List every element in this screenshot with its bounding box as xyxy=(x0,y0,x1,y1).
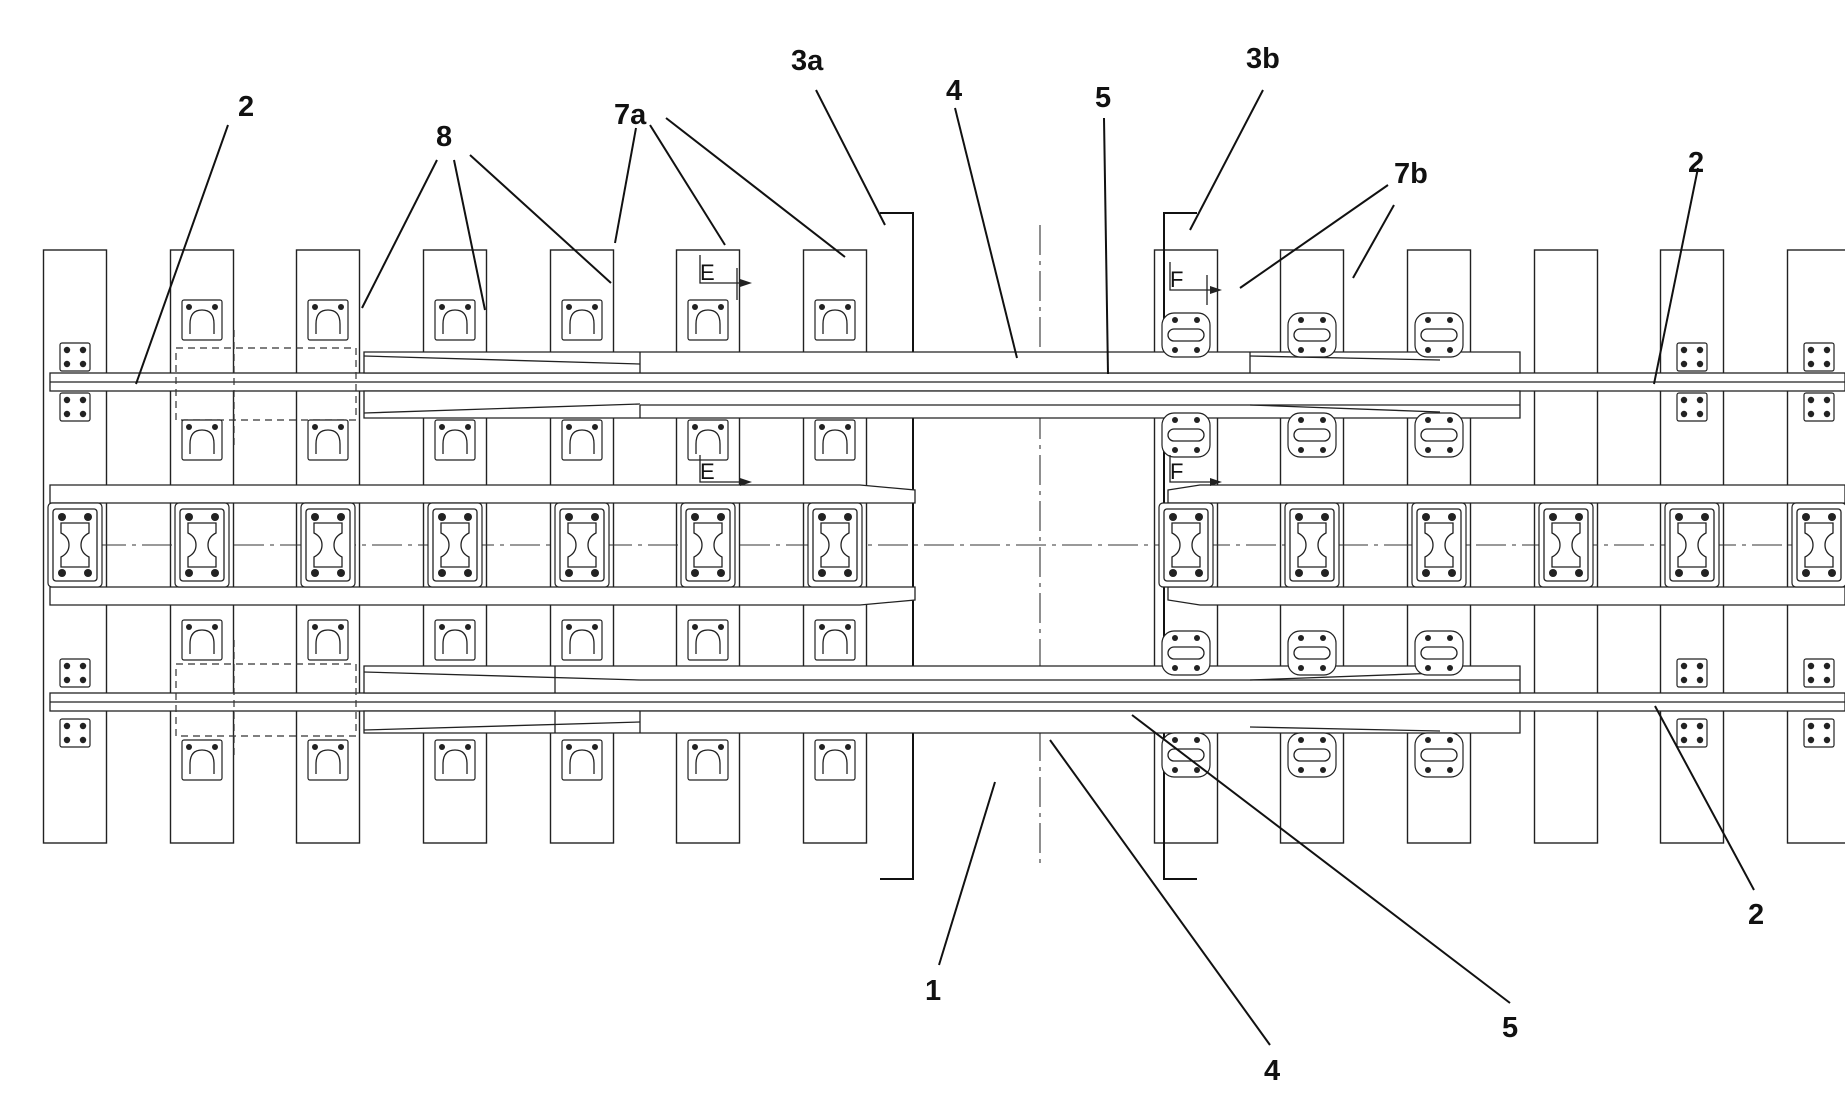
clip-plate xyxy=(815,300,855,340)
guide-plate xyxy=(1159,503,1213,587)
rail-clip xyxy=(1804,393,1834,421)
clip-plate xyxy=(182,420,222,460)
clip-plate xyxy=(308,620,348,660)
clip-plate xyxy=(815,420,855,460)
label-3b: 3b xyxy=(1246,43,1280,75)
label-1: 1 xyxy=(925,975,941,1007)
clip-plate xyxy=(688,300,728,340)
guide-plate xyxy=(48,503,102,587)
label-3a: 3a xyxy=(791,45,824,77)
oval-plate xyxy=(1162,313,1210,357)
label-5-bottom: 5 xyxy=(1502,1012,1518,1044)
label-7b: 7b xyxy=(1394,158,1428,190)
oval-plate xyxy=(1288,313,1336,357)
label-4-top: 4 xyxy=(946,75,962,107)
expansion-blade-bottom-inner xyxy=(364,711,1520,733)
oval-plate xyxy=(1288,413,1336,457)
guide-plate xyxy=(428,503,482,587)
clip-plate xyxy=(562,420,602,460)
svg-text:E: E xyxy=(700,260,715,285)
rail-clip xyxy=(1804,719,1834,747)
clip-plate xyxy=(308,740,348,780)
oval-plate xyxy=(1415,313,1463,357)
clip-plate xyxy=(815,740,855,780)
guide-beam-left-top xyxy=(50,485,915,503)
clip-plate xyxy=(182,740,222,780)
bridge-deck-edges xyxy=(880,213,1197,879)
leader-lines xyxy=(136,90,1754,1045)
oval-plate xyxy=(1162,631,1210,675)
guide-plate xyxy=(808,503,862,587)
oval-plate xyxy=(1415,733,1463,777)
guide-plate xyxy=(1792,503,1845,587)
rail-clip xyxy=(1677,719,1707,747)
label-2-top-left: 2 xyxy=(238,91,254,123)
clip-plate xyxy=(688,620,728,660)
oval-plate xyxy=(1415,413,1463,457)
clip-plate xyxy=(182,620,222,660)
oval-plate xyxy=(1288,733,1336,777)
rail-clip xyxy=(1677,659,1707,687)
label-4-bottom: 4 xyxy=(1264,1055,1280,1087)
clip-plate xyxy=(688,420,728,460)
label-5-top: 5 xyxy=(1095,82,1111,114)
guide-plate xyxy=(1665,503,1719,587)
oval-plate xyxy=(1288,631,1336,675)
oval-plate xyxy=(1162,413,1210,457)
guide-plate xyxy=(301,503,355,587)
clip-plate xyxy=(308,300,348,340)
guide-plate xyxy=(175,503,229,587)
clip-plate xyxy=(308,420,348,460)
rail-clip xyxy=(60,659,90,687)
label-2-bottom-right: 2 xyxy=(1748,899,1764,931)
rail-clip xyxy=(1804,659,1834,687)
clip-plate xyxy=(562,300,602,340)
rail-clip xyxy=(60,393,90,421)
label-2-top-right: 2 xyxy=(1688,147,1704,179)
guide-beam-right-top xyxy=(1168,485,1845,503)
clip-plate xyxy=(435,620,475,660)
svg-text:F: F xyxy=(1170,267,1183,292)
clip-plate xyxy=(435,420,475,460)
guide-plate xyxy=(1412,503,1466,587)
clip-plate xyxy=(435,300,475,340)
clip-plate xyxy=(688,740,728,780)
rail-clip xyxy=(1677,393,1707,421)
guide-beam-right-bottom xyxy=(1168,587,1845,605)
expansion-blade-top-outer xyxy=(364,352,1520,373)
deck-edge-left xyxy=(880,213,913,879)
guide-plate xyxy=(1285,503,1339,587)
label-8: 8 xyxy=(436,121,452,153)
rail-clip xyxy=(60,343,90,371)
clip-plate xyxy=(815,620,855,660)
rail-clip xyxy=(60,719,90,747)
clip-plate xyxy=(435,740,475,780)
oval-plate xyxy=(1415,631,1463,675)
svg-text:F: F xyxy=(1170,459,1183,484)
clip-plate xyxy=(562,740,602,780)
guide-plate xyxy=(555,503,609,587)
rail-clip xyxy=(1677,343,1707,371)
label-7a: 7a xyxy=(614,99,647,131)
guide-beam-left-bottom xyxy=(50,587,915,605)
clip-plate xyxy=(562,620,602,660)
guide-plate xyxy=(681,503,735,587)
clip-plate xyxy=(182,300,222,340)
svg-text:E: E xyxy=(700,459,715,484)
rail-clip xyxy=(1804,343,1834,371)
guide-plate xyxy=(1539,503,1593,587)
